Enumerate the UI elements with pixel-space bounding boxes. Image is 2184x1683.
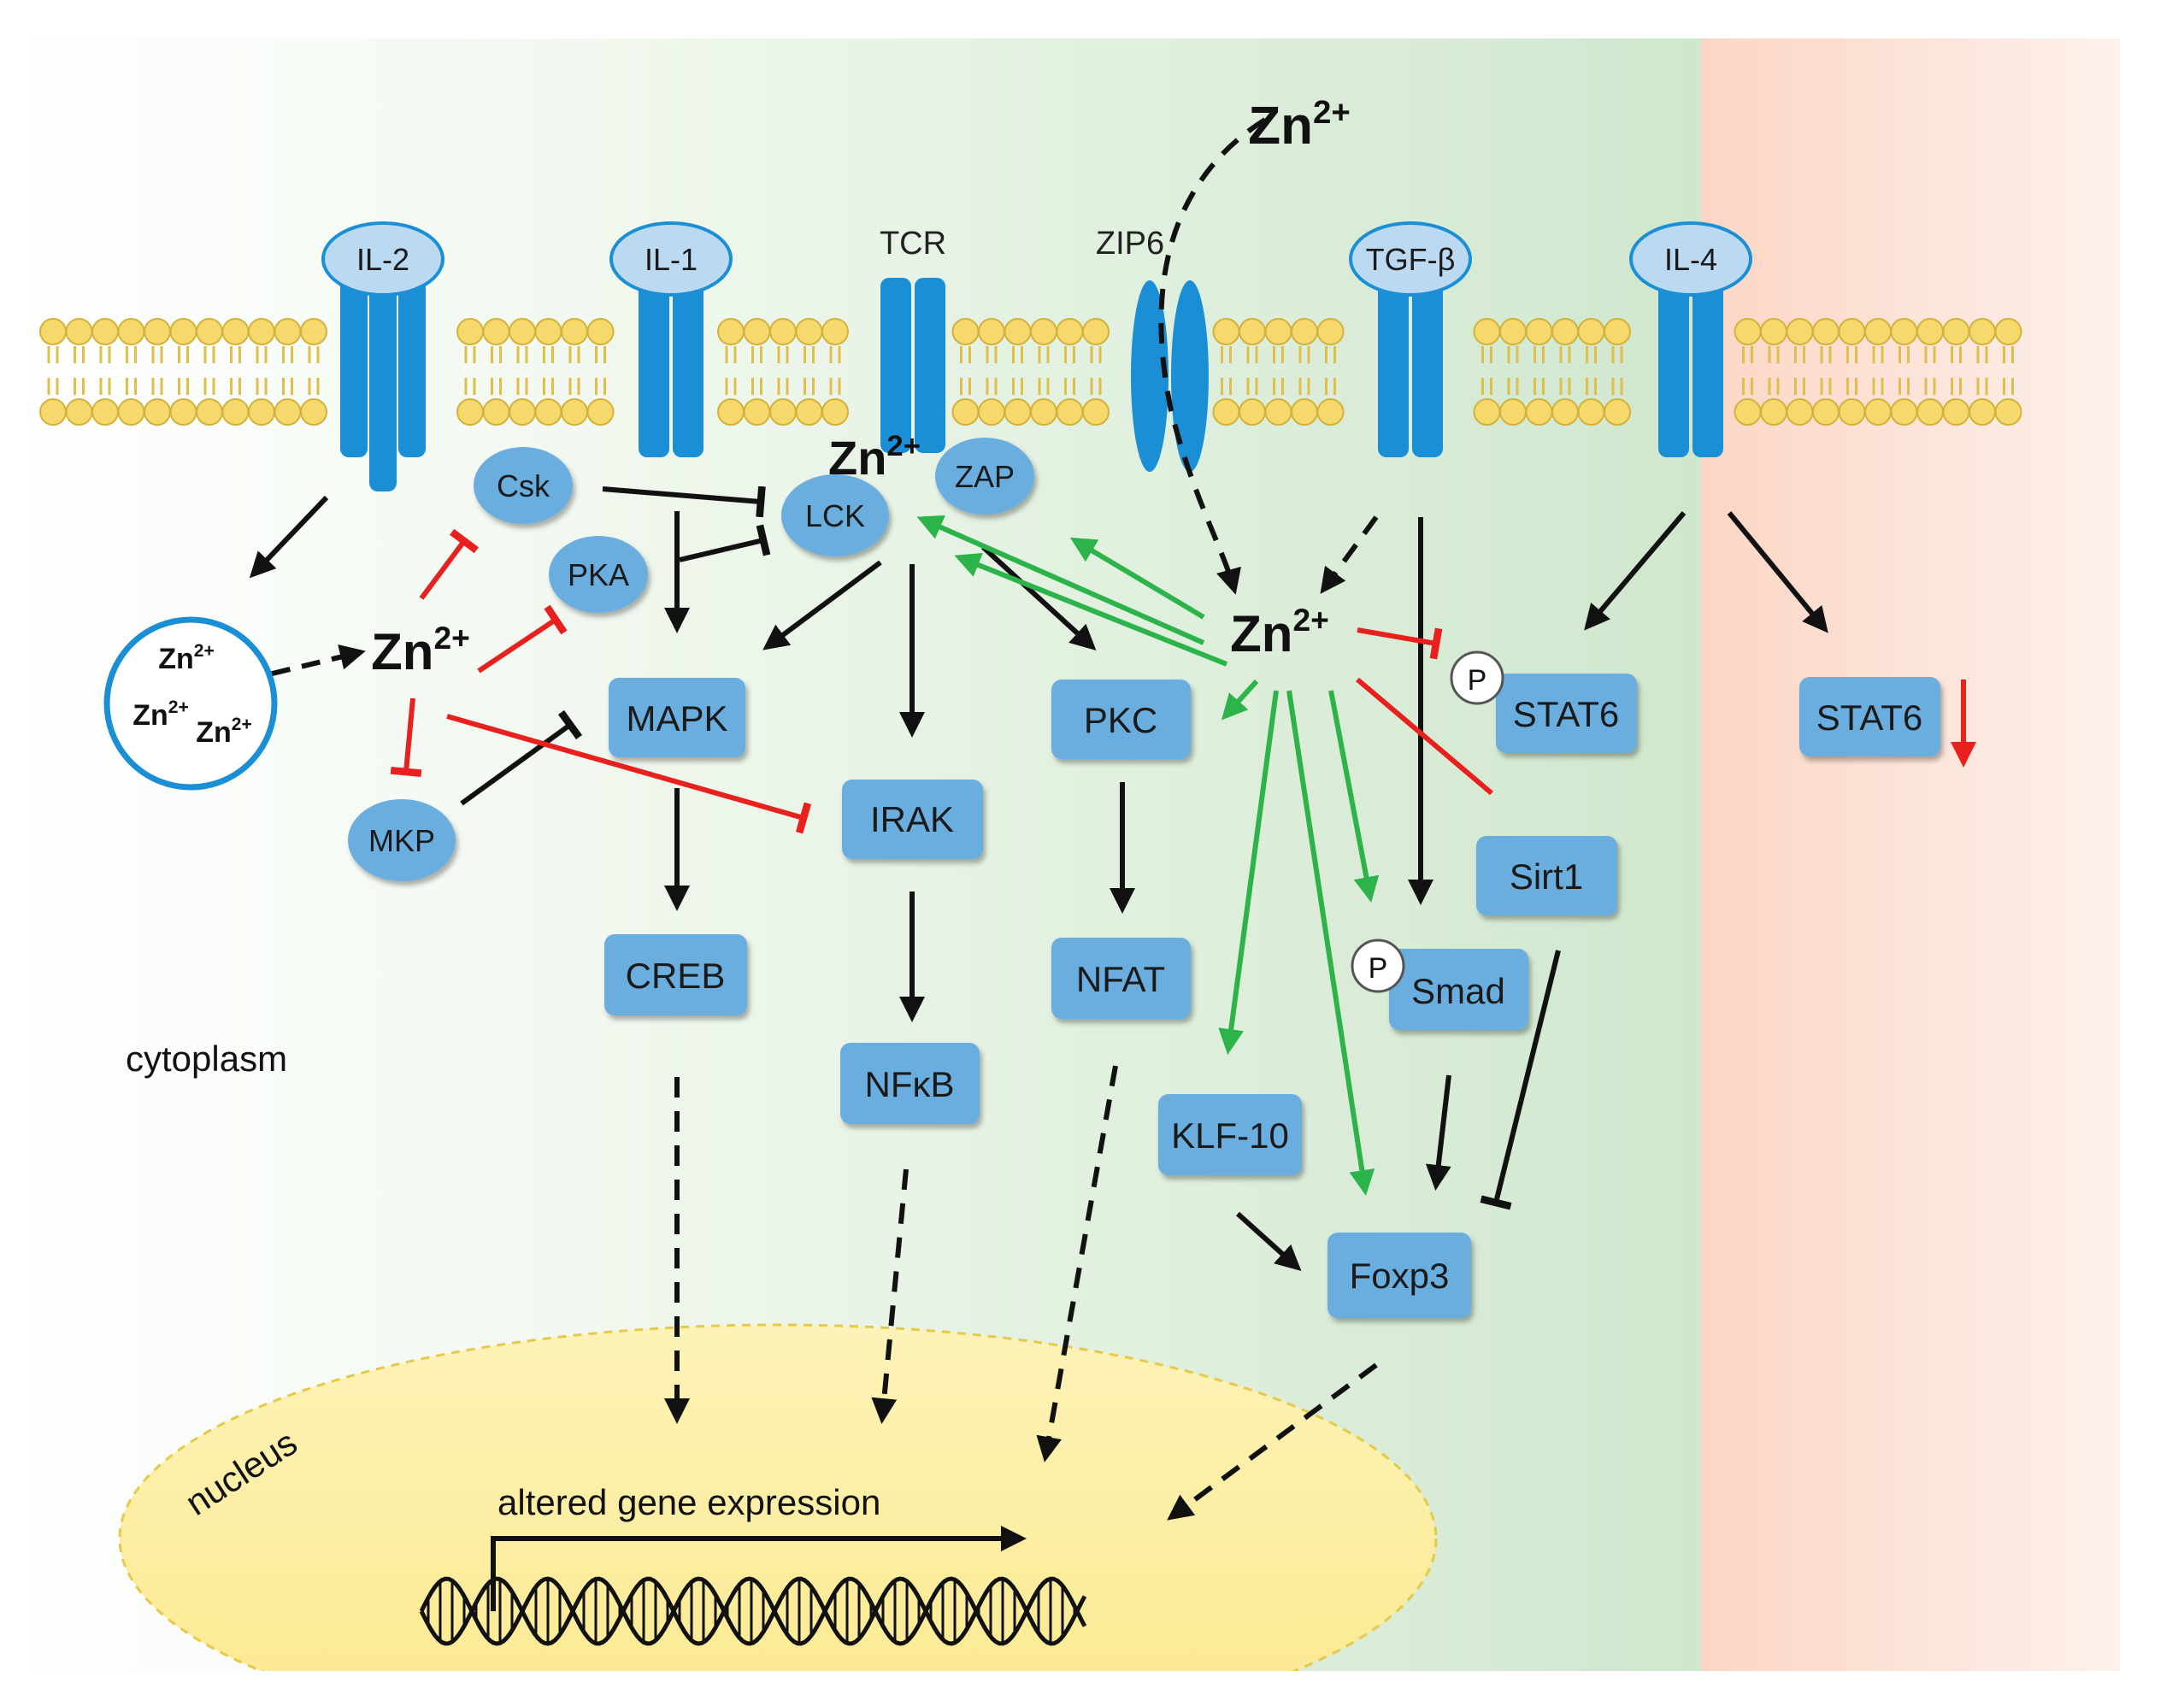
- green-zn-to-foxp3: [1286, 690, 1375, 1196]
- vesicle-zn-1: Zn2+: [158, 641, 215, 675]
- tcr-label: TCR: [880, 226, 946, 262]
- inhibit-zn-to-pka: [477, 604, 568, 674]
- zap-node: ZAP: [935, 438, 1034, 515]
- phospho-stat6-label: P: [1468, 664, 1487, 697]
- green-zn-to-lck: [916, 515, 1205, 645]
- arrow-il2-to-vesicle: [249, 495, 329, 579]
- tgfb-label: TGF-β: [1366, 242, 1456, 277]
- inhibit-sirt1-to-foxp3: [1480, 950, 1561, 1210]
- inhibit-zn-to-csk: [419, 528, 480, 600]
- il2-label: IL-2: [356, 242, 409, 277]
- green-zn-to-pkc: [1221, 679, 1259, 721]
- sirt1-node: Sirt1: [1476, 836, 1617, 915]
- arrow-il4-to-stat6: [1584, 511, 1687, 631]
- dashed-zn-uptake-zip6: [1158, 117, 1267, 595]
- irak-label: IRAK: [870, 799, 954, 839]
- arrow-lck-to-pkc: [980, 544, 1097, 651]
- zinc-central-label: Zn2+: [1230, 602, 1329, 662]
- dashed-foxp3-to-nucleus: [1167, 1362, 1378, 1521]
- lck-label: LCK: [805, 498, 865, 533]
- zinc-tcr-label: Zn2+: [828, 430, 921, 485]
- gene-expression-label: altered gene expression: [497, 1482, 880, 1522]
- arrow-klf10-to-foxp3: [1235, 1211, 1302, 1272]
- stat6-right-label: STAT6: [1816, 697, 1922, 738]
- green-zn-to-klf10: [1218, 690, 1279, 1055]
- foxp3-node: Foxp3: [1327, 1233, 1471, 1318]
- mapk-node: MAPK: [609, 678, 745, 757]
- smad-label: Smad: [1411, 971, 1505, 1011]
- pka-label: PKA: [568, 557, 629, 592]
- inhibit-csk-to-lck: [602, 485, 766, 518]
- csk-label: Csk: [497, 468, 550, 503]
- il4-receptor: IL-4: [1629, 221, 1752, 457]
- arrow-il4-to-stat6-right: [1727, 511, 1828, 633]
- inhibit-pka-to-lck: [679, 524, 771, 562]
- pka-node: PKA: [549, 536, 648, 613]
- il1-receptor: IL-1: [609, 221, 733, 457]
- inhibit-zn-to-irak: [446, 714, 812, 834]
- zap-label: ZAP: [955, 459, 1015, 494]
- stat6-node: STAT6: [1496, 674, 1637, 753]
- foxp3-label: Foxp3: [1350, 1256, 1450, 1296]
- irak-node: IRAK: [842, 780, 983, 859]
- vesicle-zn-3: Zn2+: [196, 715, 252, 749]
- pkc-label: PKC: [1084, 700, 1157, 740]
- creb-label: CREB: [626, 956, 726, 996]
- nfat-label: NFAT: [1076, 959, 1165, 999]
- dashed-tgfb-to-zn: [1320, 515, 1379, 594]
- phospho-smad: P: [1351, 939, 1405, 993]
- inhibit-mkp-to-mapk: [460, 709, 583, 806]
- phospho-smad-label: P: [1369, 952, 1388, 985]
- zip6-transporter: ZIP6: [1096, 226, 1209, 472]
- stat6-right-node: STAT6: [1799, 677, 1940, 756]
- creb-node: CREB: [604, 934, 747, 1015]
- klf10-label: KLF-10: [1171, 1115, 1289, 1156]
- background-right-region: [1701, 38, 2120, 1671]
- green-zn-to-smad: [1328, 690, 1380, 903]
- lck-node: LCK: [781, 474, 889, 556]
- nfkb-label: NFκB: [865, 1064, 955, 1104]
- inhibit-zn-to-sirt1: [1356, 677, 1493, 796]
- cell-membrane: [39, 318, 2022, 426]
- zinc-vesicle: Zn2+ Zn2+ Zn2+: [103, 616, 278, 791]
- smad-node: Smad: [1389, 949, 1528, 1030]
- zinc-extracellular-label: Zn2+: [1248, 94, 1351, 156]
- zinc-left-label: Zn2+: [371, 620, 470, 680]
- green-zn-to-lck-2: [954, 552, 1228, 667]
- inhibit-zn-to-stat6: [1357, 627, 1443, 660]
- dashed-vesicle-to-zn: [211, 644, 366, 691]
- stat6-label: STAT6: [1513, 694, 1619, 734]
- il2-receptor: IL-2: [321, 221, 444, 491]
- zip6-label: ZIP6: [1096, 226, 1164, 262]
- il1-label: IL-1: [645, 242, 698, 277]
- nucleus: [118, 1323, 1438, 1683]
- pkc-node: PKC: [1051, 680, 1191, 759]
- dna-helix-icon: [419, 1576, 1087, 1646]
- mkp-node: MKP: [348, 799, 456, 881]
- tgfb-receptor: TGF-β: [1349, 221, 1472, 457]
- mkp-label: MKP: [368, 823, 435, 858]
- vesicle-zn-2: Zn2+: [132, 697, 189, 732]
- sirt1-label: Sirt1: [1510, 856, 1583, 897]
- csk-node: Csk: [474, 447, 573, 524]
- klf10-node: KLF-10: [1158, 1094, 1302, 1175]
- nfkb-node: NFκB: [840, 1043, 980, 1124]
- cytoplasm-label: cytoplasm: [126, 1039, 287, 1079]
- il4-label: IL-4: [1664, 242, 1717, 277]
- inhibit-zn-to-mkp: [390, 697, 422, 777]
- arrow-lck-to-mapk: [762, 560, 882, 650]
- dashed-nfkb-to-nucleus: [871, 1168, 909, 1424]
- nfat-node: NFAT: [1051, 938, 1191, 1019]
- tcr-receptor: TCR: [880, 226, 946, 453]
- phospho-stat6: P: [1450, 650, 1504, 705]
- arrow-smad-to-foxp3: [1425, 1074, 1451, 1191]
- mapk-label: MAPK: [626, 698, 727, 739]
- green-zn-to-zap: [1069, 537, 1205, 620]
